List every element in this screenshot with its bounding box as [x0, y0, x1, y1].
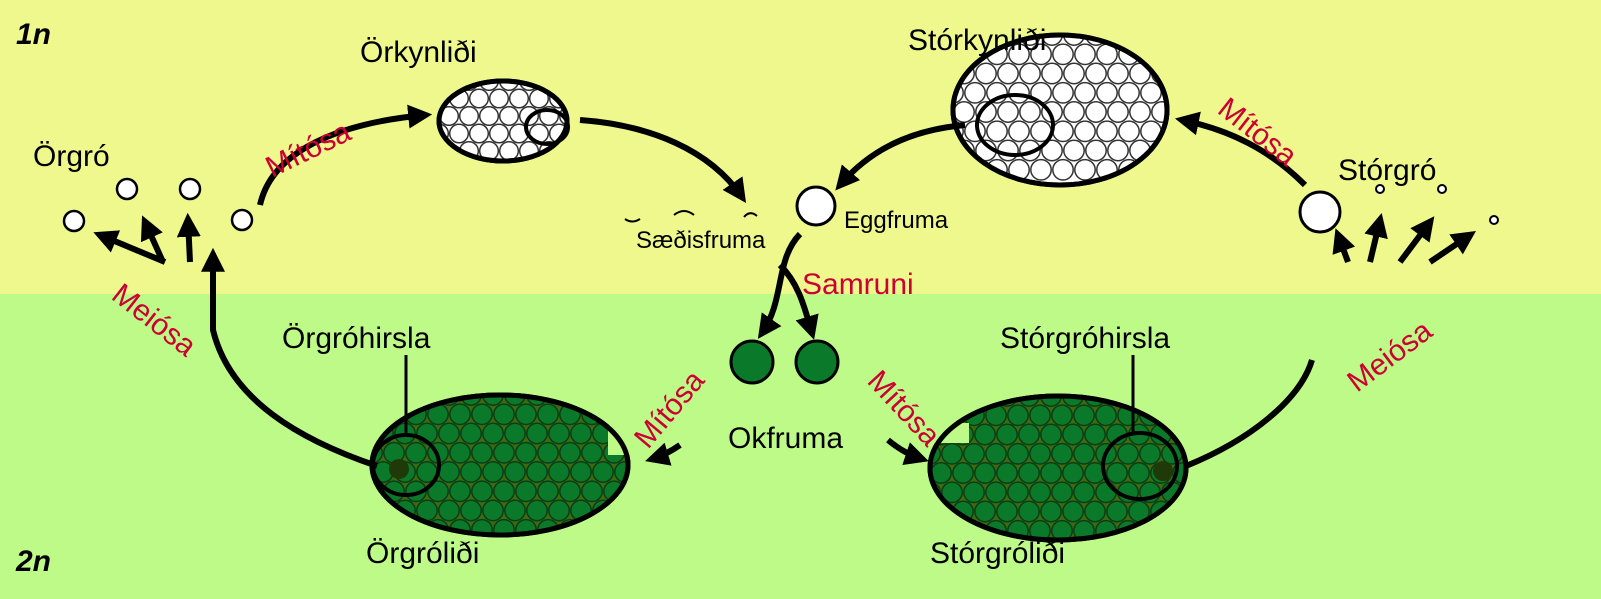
- cycle-arrows: [93, 104, 1476, 469]
- fusion-label: Samruni: [802, 268, 914, 301]
- zygote-label: Okfruma: [728, 422, 843, 455]
- egg-cell: [795, 185, 837, 227]
- microsporophyte-label: Örgróliði: [366, 537, 479, 570]
- zygote-cell: [794, 339, 840, 385]
- diploid-band: [0, 294, 1601, 599]
- sperm-label: Sæðisfruma: [636, 227, 766, 254]
- diploid-label: 2n: [15, 545, 51, 578]
- megasporophyte-label: Stórgróliði: [930, 537, 1065, 570]
- haploid-label: 1n: [16, 18, 51, 51]
- microsporangium-label: Örgróhirsla: [282, 322, 431, 355]
- egg-label: Eggfruma: [844, 207, 949, 234]
- microsporophyte-shape: [369, 392, 648, 538]
- megagametophyte-shape: [950, 32, 1170, 188]
- microspore-cells: [62, 177, 254, 233]
- microspores-label: Örgró: [33, 140, 110, 173]
- zygote-cell: [729, 339, 775, 385]
- megaspores-label: Stórgró: [1338, 154, 1436, 187]
- megagametophyte-label: Stórkynliði: [908, 24, 1046, 57]
- haploid-band: [0, 0, 1601, 294]
- megaspore-cells: [1298, 184, 1499, 234]
- microgametophyte-label: Örkynliði: [360, 36, 477, 69]
- megasporangium-label: Stórgróhirsla: [1000, 322, 1170, 355]
- sperm-squiggles: [624, 210, 758, 223]
